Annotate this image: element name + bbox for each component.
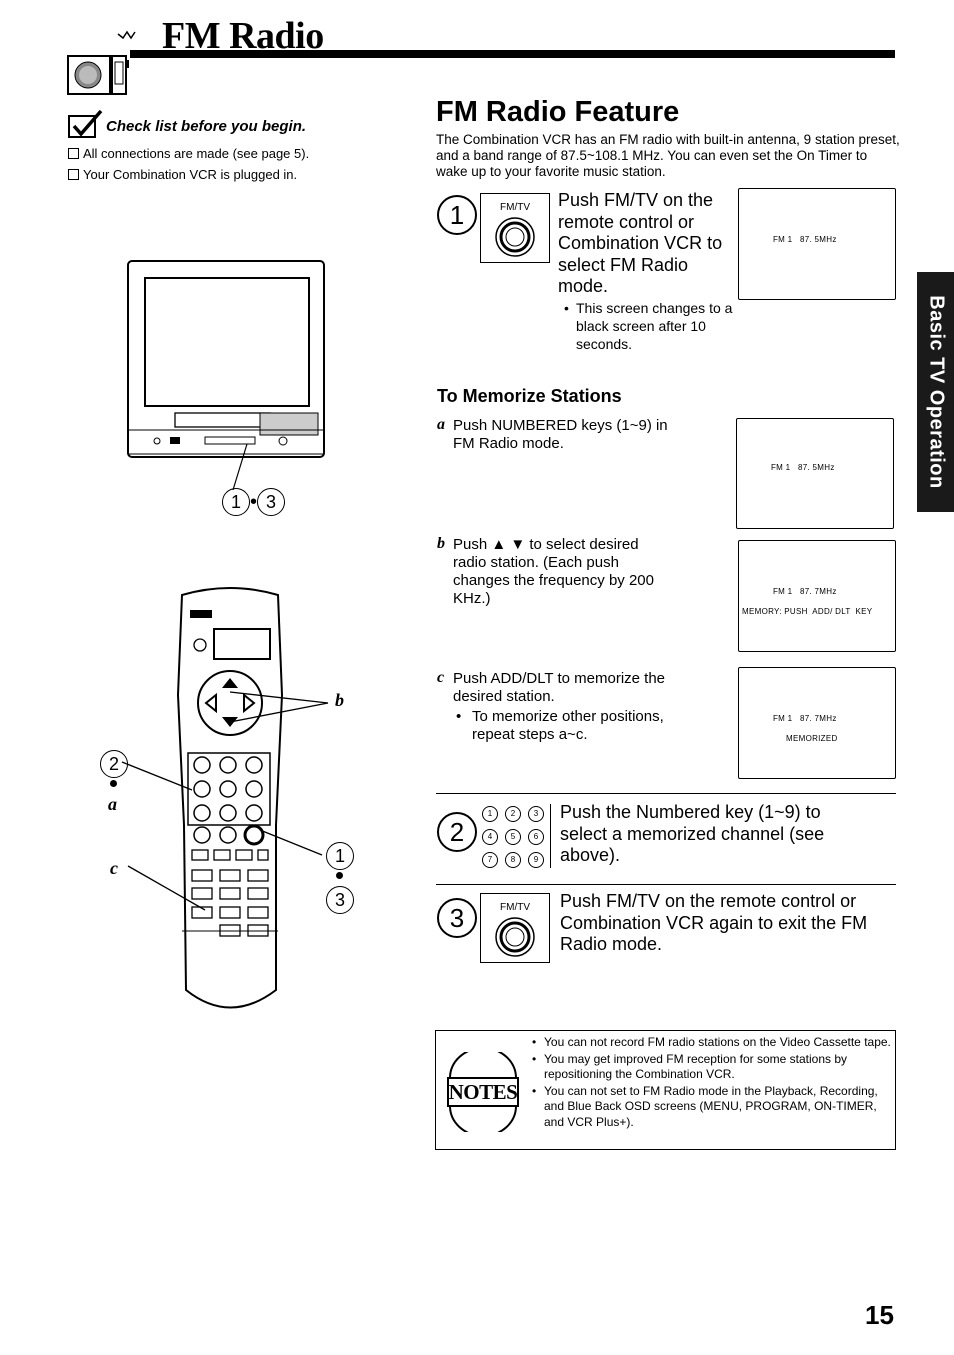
- memorize-c-note: •To memorize other positions, repeat ste…: [456, 708, 664, 743]
- remote-callout-a: a: [108, 794, 117, 814]
- checkbox-icon: [68, 148, 79, 159]
- step-1-text: Push FM/TV on the remote control or Comb…: [558, 190, 723, 296]
- number-key-icon: 7: [482, 852, 498, 868]
- step-3-text: Push FM/TV on the remote control or Comb…: [560, 891, 868, 954]
- remote-callout-2: 2: [100, 750, 128, 778]
- checklist-item: All connections are made (see page 5).: [68, 146, 309, 161]
- note-item: You can not set to FM Radio mode in the …: [532, 1084, 892, 1131]
- notes-list: You can not record FM radio stations on …: [532, 1035, 892, 1131]
- memorize-b-letter: b: [437, 535, 445, 552]
- osd-screen-c: FM 1 87. 7MHz MEMORIZED: [738, 667, 896, 779]
- page-number: 15: [865, 1300, 894, 1330]
- memorize-b-text: Push ▲ ▼ to select desired radio station…: [453, 536, 654, 607]
- step-1-number: 1: [437, 195, 477, 235]
- osd-screen-a: FM 1 87. 5MHz: [736, 418, 894, 529]
- section-divider: [436, 884, 896, 885]
- checklist-item: Your Combination VCR is plugged in.: [68, 167, 297, 182]
- memorize-a-text: Push NUMBERED keys (1~9) in FM Radio mod…: [453, 417, 668, 452]
- number-key-icon: 9: [528, 852, 544, 868]
- fm-radio-header-icon: [66, 26, 136, 96]
- checkbox-icon: [68, 169, 79, 180]
- osd-screen-1: FM 1 87. 5MHz: [738, 188, 896, 300]
- memorize-c-letter: c: [437, 669, 445, 686]
- section-side-tab: Basic TV Operation: [917, 272, 954, 512]
- remote-control-illustration: [170, 585, 290, 1020]
- fm-tv-button-icon: FM/TV: [480, 193, 550, 263]
- remote-callout-3: 3: [326, 886, 354, 914]
- number-key-icon: 2: [505, 806, 521, 822]
- notes-icon: NOTES: [446, 1047, 520, 1137]
- fm-tv-button-icon: FM/TV: [480, 893, 550, 963]
- section-intro: The Combination VCR has an FM radio with…: [436, 132, 900, 179]
- number-key-icon: 8: [505, 852, 521, 868]
- remote-callout-dot: [110, 780, 117, 787]
- step-2-number: 2: [437, 812, 477, 852]
- step-1-note: •This screen changes to a black screen a…: [564, 300, 733, 352]
- step-3-number: 3: [437, 898, 477, 938]
- number-key-icon: 3: [528, 806, 544, 822]
- osd-screen-b: FM 1 87. 7MHz MEMORY: PUSH ADD/ DLT KEY: [738, 540, 896, 652]
- notes-label: NOTES: [448, 1080, 518, 1104]
- remote-callout-b: b: [335, 690, 344, 710]
- section-title: FM Radio Feature: [436, 96, 680, 128]
- memorize-a-letter: a: [437, 416, 445, 433]
- number-key-icon: 5: [505, 829, 521, 845]
- tv-callout-label: 1•3: [222, 488, 286, 516]
- header-rule: [130, 50, 895, 58]
- fm-tv-button-label: FM/TV: [500, 902, 530, 913]
- step-3-circle: 3: [257, 488, 286, 516]
- section-divider: [436, 793, 896, 794]
- memorize-title: To Memorize Stations: [437, 386, 622, 406]
- fm-tv-button-label: FM/TV: [500, 202, 530, 213]
- notes-box: [435, 1030, 896, 1150]
- number-key-icon: 4: [482, 829, 498, 845]
- number-key-icon: 6: [528, 829, 544, 845]
- remote-callout-dot: [336, 872, 343, 879]
- note-item: You may get improved FM reception for so…: [532, 1052, 892, 1083]
- remote-callout-1: 1: [326, 842, 354, 870]
- combination-vcr-illustration: [125, 258, 335, 518]
- numbered-keypad-icon: 1 2 3 4 5 6 7 8 9: [480, 804, 551, 868]
- number-key-icon: 1: [482, 806, 498, 822]
- remote-callout-lines: [121, 691, 329, 911]
- remote-callout-c: c: [110, 858, 118, 878]
- note-item: You can not record FM radio stations on …: [532, 1035, 892, 1051]
- checklist-title: Check list before you begin.: [106, 118, 307, 135]
- checkmark-icon: [68, 109, 104, 138]
- step-2-text: Push the Numbered key (1~9) to select a …: [560, 802, 825, 865]
- step-1-circle: 1: [222, 488, 250, 516]
- memorize-c-text: Push ADD/DLT to memorize the desired sta…: [453, 670, 666, 705]
